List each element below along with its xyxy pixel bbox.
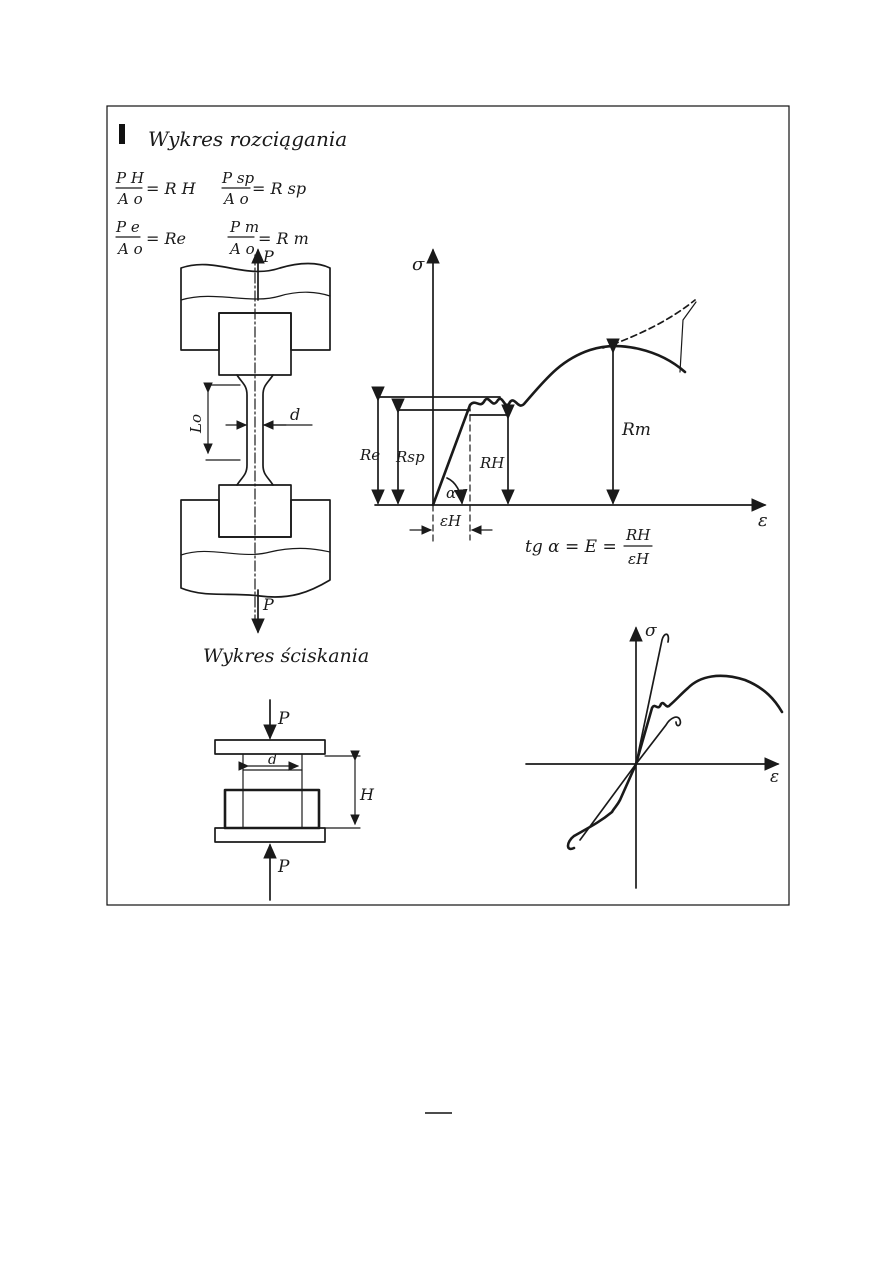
formula-2-num: P sp bbox=[221, 169, 255, 187]
re-label: Re bbox=[359, 446, 380, 464]
comp-curve-steep bbox=[579, 633, 670, 841]
compression-force-bottom: P bbox=[277, 857, 290, 877]
formula-3-den: A o bbox=[116, 240, 143, 258]
compression-specimen bbox=[223, 788, 321, 830]
force-top-label: P bbox=[262, 247, 274, 266]
formula-4-rhs: = R m bbox=[258, 229, 309, 248]
formula-3: P e A o = Re bbox=[115, 218, 186, 258]
rm-label: Rm bbox=[621, 420, 651, 440]
gauge-length-label: Lo bbox=[187, 414, 205, 434]
corner-mark bbox=[119, 124, 125, 144]
formula-2-rhs: = R sp bbox=[252, 179, 306, 198]
bottom-platen bbox=[214, 827, 326, 843]
formula-4-num: P m bbox=[229, 218, 259, 236]
hooke-formula-num: RH bbox=[625, 526, 651, 544]
compression-height-label: H bbox=[359, 785, 375, 804]
compression-title: Wykres ściskania bbox=[203, 645, 369, 667]
formula-3-rhs: = Re bbox=[146, 229, 186, 248]
tension-chart: σ ε Re Rsp RH Rm α εH tg α = E = R bbox=[359, 248, 768, 568]
eps-h-label: εH bbox=[440, 512, 462, 530]
formula-2-den: A o bbox=[222, 190, 249, 208]
comp-curve-ductile bbox=[634, 674, 784, 766]
formula-1-rhs: = R H bbox=[146, 179, 197, 198]
page-frame bbox=[106, 105, 790, 906]
alpha-label: α bbox=[446, 484, 456, 502]
comp-sigma-label: σ bbox=[645, 621, 657, 641]
bottom-grip bbox=[180, 499, 331, 598]
rsp-label: Rsp bbox=[395, 448, 425, 466]
compression-chart: σ ε bbox=[525, 621, 784, 889]
compression-specimen-drawing: d H P P bbox=[214, 699, 375, 901]
formula-1: P H A o = R H bbox=[115, 169, 197, 208]
formula-4-den: A o bbox=[228, 240, 255, 258]
hooke-formula-lhs: tg α = E = bbox=[525, 537, 617, 557]
top-platen bbox=[214, 739, 326, 755]
compression-force-top: P bbox=[277, 709, 290, 729]
compression-diameter-label: d bbox=[268, 752, 277, 768]
sigma-axis-label: σ bbox=[412, 254, 425, 275]
comp-curve-negative bbox=[566, 762, 638, 851]
tension-specimen-drawing: P P Lo d bbox=[180, 247, 331, 634]
formula-4: P m A o = R m bbox=[227, 218, 309, 258]
formula-1-num: P H bbox=[115, 169, 145, 187]
force-bottom-label: P bbox=[262, 595, 274, 614]
formula-2: P sp A o = R sp bbox=[221, 169, 306, 208]
comp-epsilon-label: ε bbox=[770, 767, 779, 787]
diameter-label: d bbox=[290, 405, 300, 424]
formula-1-den: A o bbox=[116, 190, 143, 208]
formula-3-num: P e bbox=[115, 218, 140, 236]
tension-title: Wykres rozciągania bbox=[148, 127, 347, 151]
epsilon-axis-label: ε bbox=[758, 510, 768, 531]
hooke-formula-den: εH bbox=[628, 550, 650, 568]
comp-curve-shallow bbox=[635, 716, 682, 765]
tension-curve bbox=[431, 344, 687, 507]
rh-label: RH bbox=[479, 454, 505, 472]
